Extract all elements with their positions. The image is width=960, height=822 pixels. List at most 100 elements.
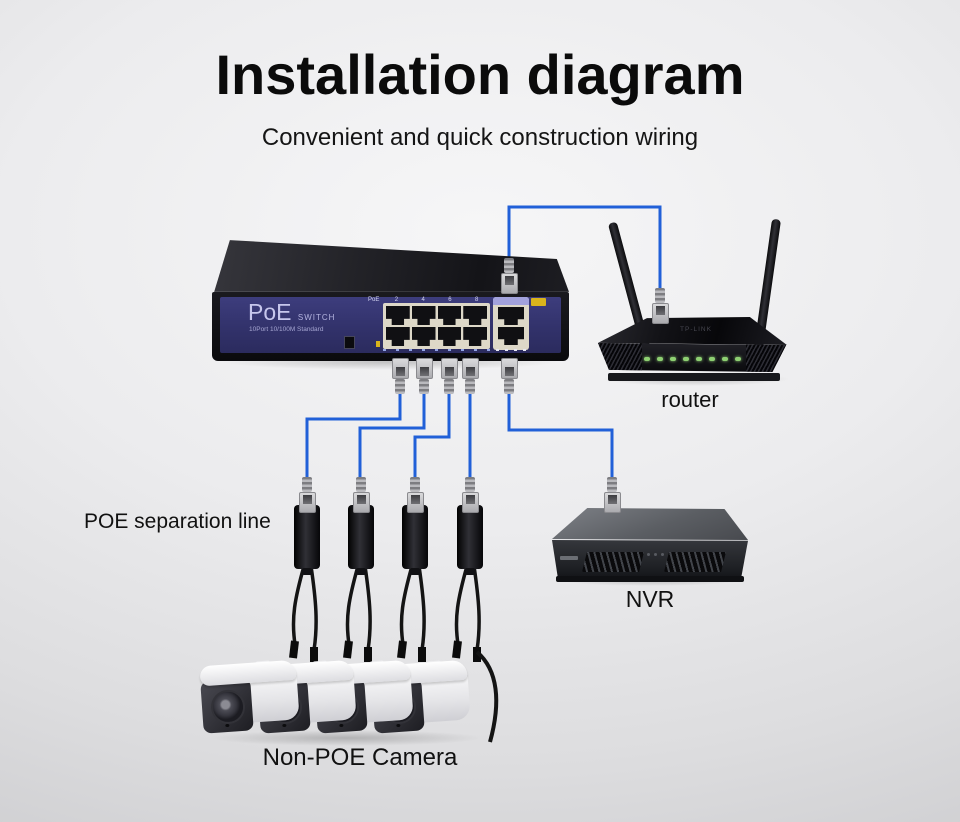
rj45-plug [391,358,409,379]
led-icon [696,357,702,361]
switch-front-panel: PoE SWITCH 10Port 10/100M Standard PoE 2… [220,297,561,353]
switch-badge [531,298,546,306]
rj45-connector [391,358,409,394]
switch-port-block [383,303,490,349]
switch-toggle [344,336,355,349]
router-led-row [644,357,744,361]
rj45-plug [461,358,479,379]
cable-boot [410,477,420,492]
camera-front [200,678,254,734]
port-number: 4 [421,297,425,303]
nvr-front-face [552,540,748,578]
camera-shadow [208,730,484,746]
ethernet-port [411,306,436,325]
cable-boot [302,477,312,492]
rj45-plug [440,358,458,379]
switch-uplink-block [493,297,529,350]
nvr-device [550,505,750,585]
cable-boot [465,379,475,394]
rj45-connector [500,358,518,394]
cable-boot [444,379,454,394]
ethernet-cable-switch-to-nvr [507,384,614,481]
camera [199,658,302,746]
splitter-output-cords [289,565,499,743]
uplink-port-indicators [496,349,527,351]
router-brand: TP-LINK [680,326,712,333]
switch-port-indicators [383,349,490,351]
nvr-base [556,576,744,582]
ethernet-port [411,327,436,346]
cable-boot [465,477,475,492]
nvr-label: NVR [625,586,675,612]
router-device: TP-LINK [596,210,796,390]
rj45-connector [651,288,669,324]
non-poe-camera-label: Non-POE Camera [262,744,458,771]
led-icon [683,357,689,361]
poe-separation-line-label: POE separation line [84,510,271,533]
led-icon [709,357,715,361]
rj45-plug [415,358,433,379]
rj45-plug [406,492,424,513]
rj45-plug [461,492,479,513]
uplink-header [493,297,529,305]
rj45-connector [461,358,479,394]
nvr-vent-grille [582,552,644,572]
page-title: Installation diagram [215,43,745,106]
led-icon [722,357,728,361]
cable-boot [356,477,366,492]
nvr-buttons [647,553,664,556]
ethernet-cable-switch-to-router [507,205,662,293]
cable-boot [607,477,617,492]
led-icon [670,357,676,361]
nvr-vent-grille [664,552,726,572]
ethernet-port [437,306,462,325]
cable-boot [504,379,514,394]
rj45-plug [352,492,370,513]
rj45-plug [651,303,669,324]
port-number: 2 [394,297,399,303]
switch-port-numbers: 2 4 6 8 [383,297,490,303]
ethernet-port [386,306,410,325]
rj45-plug [500,273,518,294]
ethernet-port [437,327,462,346]
poe-switch: PoE SWITCH 10Port 10/100M Standard PoE 2… [212,239,569,361]
rj45-connector [461,477,479,513]
uplink-port [498,307,524,325]
ethernet-cable-port2-to-splitter2 [358,384,426,481]
led-icon [644,357,650,361]
rj45-connector [603,477,621,513]
nvr-top-face [552,508,748,541]
rj45-connector [500,258,518,294]
ethernet-cable-port1-to-splitter1 [305,384,402,481]
cable-boot [655,288,665,303]
rj45-plug [500,358,518,379]
router-label: router [661,387,719,412]
cable-boot [504,258,514,273]
rj45-connector [298,477,316,513]
poe-splitter [457,500,483,575]
ethernet-port [463,306,487,325]
ethernet-port [386,327,410,346]
switch-model-text: 10Port 10/100M Standard [249,326,324,333]
rj45-plug [298,492,316,513]
poe-splitter [348,500,374,575]
cable-boot [419,379,429,394]
led-icon [735,357,741,361]
rj45-connector [440,358,458,394]
switch-brand-suffix: SWITCH [297,313,336,322]
rj45-connector [352,477,370,513]
ethernet-port [463,327,487,346]
ethernet-cable-port3-to-splitter3 [413,384,451,481]
router-base [608,373,780,381]
led-icon [657,357,663,361]
rj45-connector [415,358,433,394]
poe-splitter [402,500,428,575]
uplink-port [498,327,524,345]
switch-brand: PoE SWITCH [248,299,336,325]
camera-lens [209,688,247,726]
port-number: 6 [448,297,452,303]
rj45-connector [406,477,424,513]
poe-splitter [294,500,320,575]
switch-poe-ports-label: PoE [368,297,380,303]
